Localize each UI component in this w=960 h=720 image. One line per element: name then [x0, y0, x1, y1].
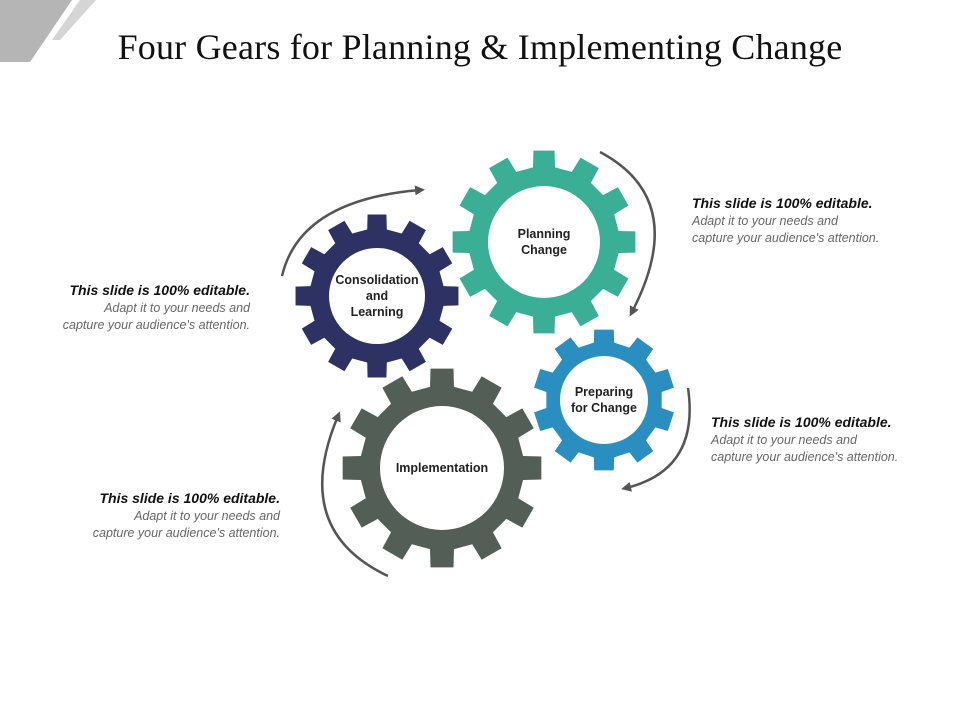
arrow-implementation [320, 411, 389, 578]
gear-label-line: Implementation [396, 461, 488, 475]
gear-label-line: Planning [518, 227, 571, 241]
gear-consolidation-shape [295, 214, 459, 378]
callout-left: This slide is 100% editable. Adapt it to… [10, 282, 250, 334]
callout-bottom-left: This slide is 100% editable. Adapt it to… [40, 490, 280, 542]
callout-text-line1: Adapt it to your needs and [692, 214, 838, 228]
gear-label-line: Learning [351, 305, 404, 319]
gear-label-line: Change [521, 243, 567, 257]
arrow-planning [599, 150, 656, 317]
callout-text-line2: capture your audience's attention. [711, 450, 899, 464]
gear-preparing-shape [534, 329, 674, 471]
gear-preparing-label: Preparing for Change [571, 385, 637, 415]
gear-implementation: Implementation [342, 368, 542, 568]
arrow-consolidation [280, 185, 425, 277]
callout-heading: This slide is 100% editable. [99, 490, 280, 506]
corner-decoration [0, 0, 96, 62]
callout-text-line1: Adapt it to your needs and [711, 433, 857, 447]
gear-preparing: Preparing for Change [534, 329, 674, 471]
callout-text-line1: Adapt it to your needs and [134, 509, 280, 523]
callout-text-line2: capture your audience's attention. [92, 526, 280, 540]
callout-text-line2: capture your audience's attention. [692, 231, 880, 245]
gear-label-line: and [366, 289, 388, 303]
callout-right: This slide is 100% editable. Adapt it to… [711, 414, 951, 466]
gear-implementation-shape [342, 368, 542, 568]
callout-text-line2: capture your audience's attention. [62, 318, 250, 332]
gear-label-line: Preparing [575, 385, 633, 399]
callout-top-right: This slide is 100% editable. Adapt it to… [692, 195, 932, 247]
gear-implementation-label: Implementation [396, 461, 488, 475]
callout-heading: This slide is 100% editable. [69, 282, 250, 298]
callout-heading: This slide is 100% editable. [711, 414, 892, 430]
slide-title: Four Gears for Planning & Implementing C… [117, 27, 843, 67]
callout-text-line1: Adapt it to your needs and [104, 301, 250, 315]
gear-planning-shape [452, 150, 636, 334]
arrow-preparing [621, 387, 691, 492]
gear-label-line: for Change [571, 401, 637, 415]
gear-label-line: Consolidation [335, 273, 418, 287]
callout-heading: This slide is 100% editable. [692, 195, 873, 211]
